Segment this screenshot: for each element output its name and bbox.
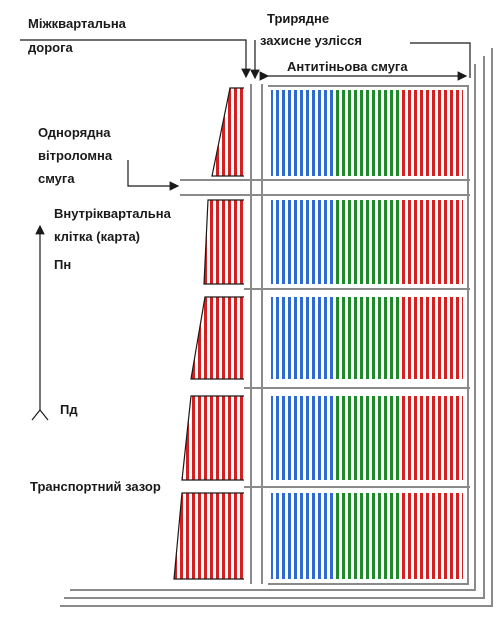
cell-3-right xyxy=(271,297,463,379)
block-red xyxy=(399,297,463,379)
label-transport: Транспортний зазор xyxy=(30,479,161,494)
label-south: Пд xyxy=(60,402,78,417)
label-trytriadne-1: Трирядне xyxy=(267,11,329,26)
block-blue xyxy=(271,297,335,379)
block-red xyxy=(399,396,463,480)
label-vnutrishnia-1: Внутріквартальна xyxy=(54,206,172,221)
block-green xyxy=(335,200,399,284)
label-mizhkvartalna-2: дорога xyxy=(28,40,73,55)
label-north: Пн xyxy=(54,257,71,272)
left-plot-4 xyxy=(182,396,244,480)
left-plot-3 xyxy=(191,297,244,379)
block-red xyxy=(399,200,463,284)
left-plot-1 xyxy=(212,88,244,176)
block-blue xyxy=(271,200,335,284)
block-red xyxy=(399,90,463,176)
plot-borders xyxy=(173,87,244,580)
block-green xyxy=(335,396,399,480)
cell-5-right xyxy=(271,493,463,579)
label-odnoriadna-3: смуга xyxy=(38,171,75,186)
label-trytriadne-2: захисне узлісся xyxy=(260,33,362,48)
leader-lines xyxy=(20,39,471,421)
label-odnoriadna-2: вітроломна xyxy=(38,148,113,163)
block-blue xyxy=(271,493,335,579)
label-antytinova: Антитіньова смуга xyxy=(287,59,408,74)
block-red xyxy=(399,493,463,579)
label-mizhkvartalna-1: Міжквартальна xyxy=(28,16,127,31)
block-green xyxy=(335,297,399,379)
block-green xyxy=(335,90,399,176)
left-plot-5 xyxy=(174,493,244,579)
block-blue xyxy=(271,90,335,176)
cell-4-right xyxy=(271,396,463,480)
label-odnoriadna-1: Однорядна xyxy=(38,125,111,140)
block-green xyxy=(335,493,399,579)
block-blue xyxy=(271,396,335,480)
cell-2-right xyxy=(271,200,463,284)
label-vnutrishnia-2: клітка (карта) xyxy=(54,229,140,244)
left-plot-2 xyxy=(204,200,244,284)
cell-1-right xyxy=(271,90,463,176)
road-lines xyxy=(60,48,493,607)
